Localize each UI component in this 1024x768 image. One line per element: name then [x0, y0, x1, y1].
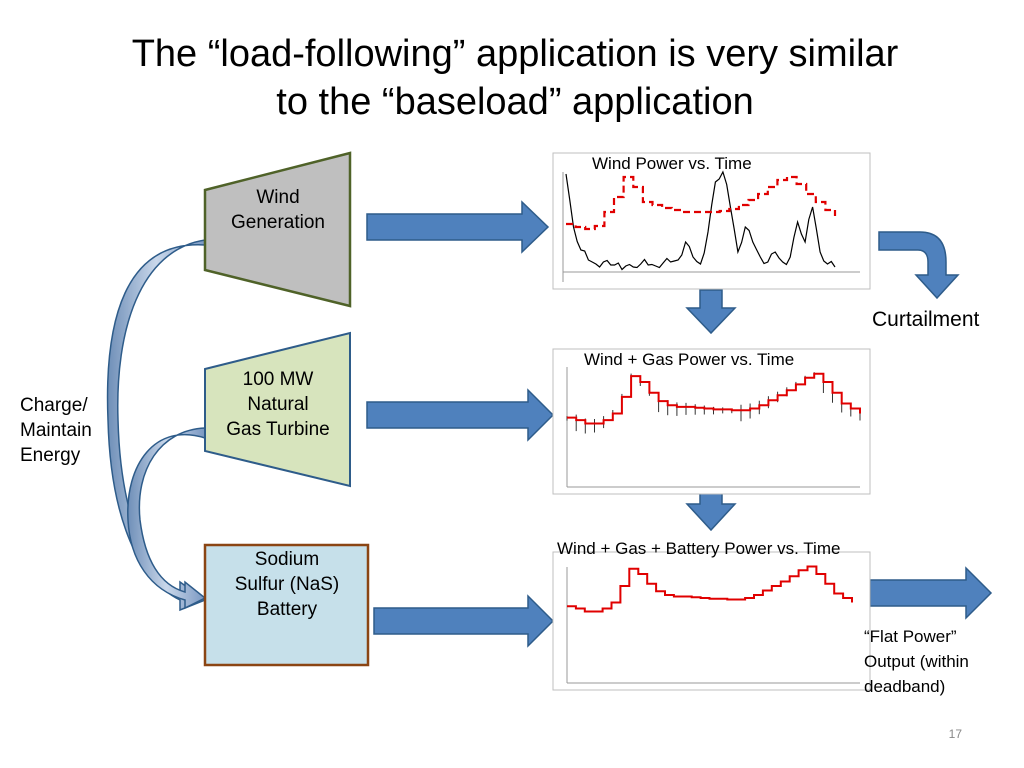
gas-turbine-box: [204, 331, 351, 488]
chart-windgasbattery-frame: [552, 551, 871, 691]
arrow-wind-to-chart: [366, 200, 550, 254]
arrow-down-1: [685, 289, 737, 335]
flat-power-label: “Flat Power” Output (within deadband): [864, 624, 969, 699]
gas-turbine-label-line-1: 100 MW: [242, 369, 314, 390]
gas-turbine-label: 100 MW Natural Gas Turbine: [210, 367, 346, 442]
charge-label-line-1: Charge/: [20, 395, 88, 416]
flat-power-line-1: “Flat Power”: [864, 627, 957, 646]
chart-windgas-title: Wind + Gas Power vs. Time: [584, 350, 795, 369]
flat-power-line-2: Output (within: [864, 652, 969, 671]
wind-generation-box: [203, 151, 352, 308]
nas-battery-label-line-3: Battery: [256, 599, 318, 620]
chart-windgasbattery-title: Wind + Gas + Battery Power vs. Time: [557, 539, 841, 558]
gas-turbine-label-line-2: Natural: [247, 394, 309, 415]
chart-windgas-marks: [566, 372, 861, 434]
wind-generation-label-line-1: Wind: [256, 187, 300, 208]
charge-maintain-energy-label: Charge/ Maintain Energy: [20, 393, 92, 468]
chart-wind-frame: [552, 152, 871, 290]
slide-title-line-2: to the “baseload” application: [276, 81, 754, 123]
chart-wind-series-2-line: [566, 175, 837, 231]
chart-windgasbattery-axes: [566, 567, 860, 684]
gas-turbine-label-line-3: Gas Turbine: [226, 419, 330, 440]
arrow-curtailment: [878, 231, 960, 300]
arrow-battery-to-chart: [373, 594, 555, 648]
chart-wind-title: Wind Power vs. Time: [592, 154, 752, 173]
nas-battery-label-line-2: Sulfur (NaS): [234, 574, 340, 595]
chart-windgas-series-1-line: [567, 372, 861, 425]
charge-curve-arrow-from-gas: [127, 427, 207, 610]
wind-generation-label-line-2: Generation: [230, 212, 325, 233]
charge-label-line-2: Maintain: [20, 420, 92, 441]
nas-battery-label: Sodium Sulfur (NaS) Battery: [207, 547, 367, 622]
chart-windgas-frame: [552, 348, 871, 495]
flat-power-line-3: deadband): [864, 677, 946, 696]
chart-wind-marks: [565, 170, 837, 271]
chart-windgasbattery-series-1-line: [567, 565, 853, 613]
charge-label-line-3: Energy: [20, 445, 81, 466]
wind-generation-label: Wind Generation: [214, 185, 342, 235]
slide-title: The “load-following” application is very…: [60, 30, 970, 126]
page-number: 17: [948, 727, 962, 741]
arrow-gas-to-chart: [366, 388, 555, 442]
nas-battery-box: [203, 543, 370, 667]
charge-curve-arrow-from-wind: [106, 239, 207, 612]
chart-wind-axes: [562, 172, 860, 282]
chart-windgasbattery-marks: [567, 565, 853, 613]
chart-wind-series-1-line: [565, 170, 836, 271]
slide-title-line-1: The “load-following” application is very…: [131, 33, 899, 75]
chart-windgas-axes: [566, 367, 860, 488]
arrow-flat-output: [869, 566, 993, 620]
nas-battery-label-line-1: Sodium: [254, 549, 320, 570]
curtailment-label: Curtailment: [872, 308, 980, 331]
